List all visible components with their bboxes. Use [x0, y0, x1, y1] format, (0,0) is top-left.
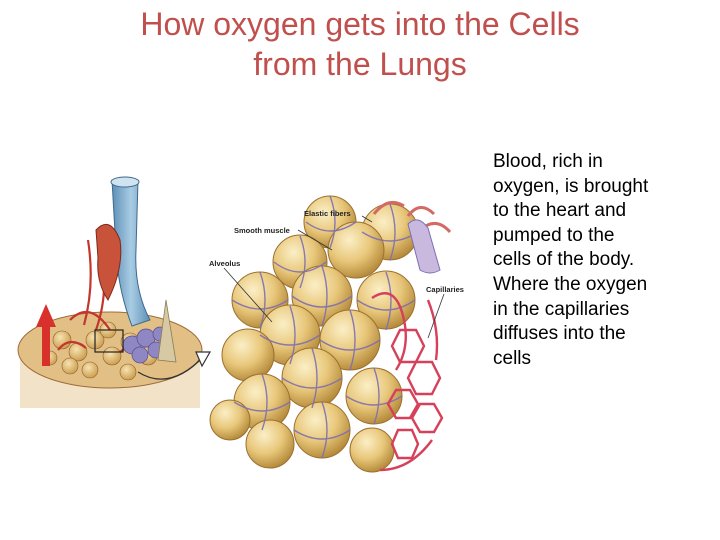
magnify-arrowhead: [195, 351, 212, 368]
alveolar-sacs: [209, 195, 419, 473]
body-line: in the capillaries: [493, 298, 630, 320]
figure-labels: Elastic fibers Smooth muscle Alveolus Ca…: [209, 209, 464, 294]
label-capillaries: Capillaries: [426, 285, 464, 294]
body-line: Blood, rich in: [493, 151, 603, 172]
body-text: Blood, rich in oxygen, is brought to the h…: [493, 150, 715, 371]
body-line: Where the oxygen: [493, 273, 648, 295]
label-elastic-fibers: Elastic fibers: [304, 209, 351, 218]
capillary-network: [371, 292, 444, 472]
body-line: oxygen, is brought: [493, 175, 649, 197]
magnify-box: [94, 329, 124, 353]
slide-title: How oxygen gets into the Cells from the …: [40, 4, 680, 84]
alveolus-leader: [223, 267, 273, 323]
blood-flow-arrow: [36, 304, 56, 366]
bronchus-opening: [110, 176, 140, 188]
lung-overview: [17, 176, 212, 408]
body-line: to the heart and: [493, 200, 627, 222]
title-line-1: How oxygen gets into the Cells: [140, 6, 580, 42]
body-line: diffuses into the: [493, 323, 626, 345]
pleura-flap: [157, 299, 177, 363]
artery: [95, 223, 122, 301]
title-line-2: from the Lungs: [253, 46, 467, 82]
capillaries-leader: [427, 293, 445, 339]
label-alveolus: Alveolus: [209, 259, 240, 268]
bronchiole-duct: [407, 219, 441, 274]
elastic-fiber-network: [231, 195, 419, 459]
magnify-pointer: [137, 355, 205, 380]
smooth-muscle-leader: [297, 229, 333, 251]
label-smooth-muscle: Smooth muscle: [234, 226, 290, 235]
leader-lines: [223, 215, 445, 339]
body-line: cells of the body.: [493, 249, 635, 271]
elastic-fibers-leader: [361, 215, 373, 223]
alveolar-cluster: [209, 195, 452, 473]
body-line: cells: [493, 347, 532, 369]
body-line: pumped to the: [493, 224, 615, 246]
